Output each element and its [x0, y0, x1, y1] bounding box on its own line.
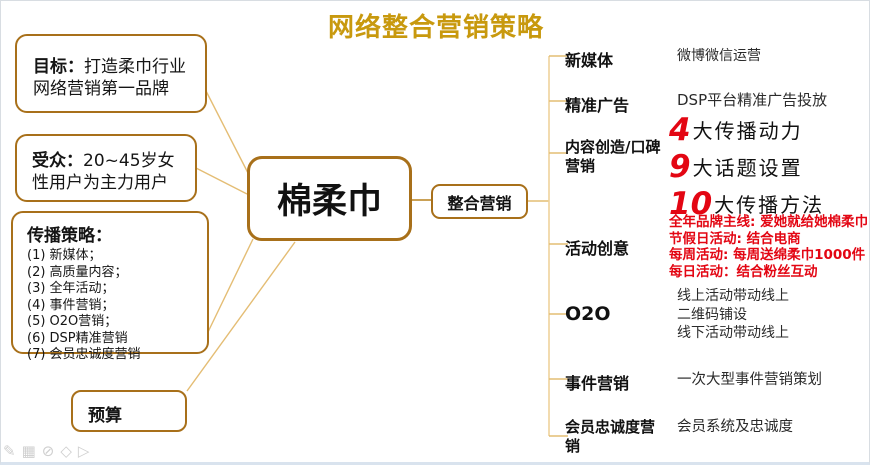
- stat-number: 4: [669, 111, 691, 148]
- branch-label-event-mkt: 事件营销: [565, 374, 630, 393]
- slides-icon[interactable]: ▦: [21, 442, 36, 460]
- branch-label-o2o: O2O: [565, 303, 611, 325]
- stat-number: 9: [669, 148, 691, 185]
- activity-line: 全年品牌主线: 爱她就给她棉柔巾: [669, 214, 869, 230]
- shape-icon[interactable]: ◇: [60, 442, 72, 460]
- hub-node: 整合营销: [431, 184, 528, 219]
- goal-text: 打造柔巾行业网络营销第一品牌: [33, 57, 186, 99]
- branch-label-loyalty: 会员忠诚度营销: [565, 418, 656, 455]
- desc-event-mkt: 一次大型事件营销策划: [677, 372, 822, 388]
- strategy-item: (2) 高质量内容；: [27, 264, 128, 280]
- desc-loyalty: 会员系统及忠诚度: [677, 419, 793, 435]
- hub-label: 整合营销: [447, 193, 512, 213]
- stat-row: 9 大话题设置: [669, 148, 824, 185]
- o2o-line: 线下活动带动线上: [677, 325, 789, 341]
- stat-text: 大传播方法: [714, 193, 825, 217]
- annotation-toolbar: ✎ ▦ ⊘ ◇ ▷: [3, 442, 89, 460]
- stat-text: 大话题设置: [692, 156, 803, 180]
- o2o-line: 二维码铺设: [677, 306, 747, 323]
- strategy-item: (1) 新媒体；: [27, 248, 102, 263]
- budget-label: 预算: [88, 406, 122, 426]
- strategy-box: 传播策略： (1) 新媒体； (2) 高质量内容； (3) 全年活动； (4) …: [11, 211, 209, 362]
- audience-box: 受众：20~45岁女性用户为主力用户: [15, 134, 197, 202]
- strategy-item: (6) DSP精准营销: [27, 330, 128, 346]
- goal-box: 目标：打造柔巾行业网络营销第一品牌: [15, 34, 207, 113]
- product-node: 棉柔巾: [247, 156, 412, 241]
- strategy-heading: 传播策略：: [27, 226, 112, 246]
- pointer-icon[interactable]: ▷: [77, 442, 90, 460]
- desc-precision-ads: DSP平台精准广告投放: [677, 91, 828, 109]
- goal-label: 目标：: [33, 57, 84, 77]
- desc-new-media: 微博微信运营: [677, 48, 761, 64]
- strategy-item: (5) O2O营销；: [27, 314, 118, 329]
- branch-label-precision-ads: 精准广告: [565, 96, 630, 115]
- stat-row: 10 大传播方法: [669, 185, 824, 222]
- branch-label-content-womm: 内容创造/口碑营销: [565, 138, 661, 175]
- page-title: 网络整合营销策略: [327, 13, 544, 43]
- stat-text: 大传播动力: [692, 119, 803, 143]
- branch-label-new-media: 新媒体: [565, 51, 614, 70]
- o2o-line: 线上活动带动线上: [677, 288, 789, 304]
- stat-row: 4 大传播动力: [669, 111, 824, 148]
- activity-line: 节假日活动: 结合电商: [669, 230, 801, 247]
- audience-label: 受众：: [32, 151, 83, 171]
- pencil-icon[interactable]: ✎: [3, 442, 16, 460]
- strategy-item: (3) 全年活动；: [27, 281, 115, 296]
- content-stats: 4 大传播动力 9 大话题设置 10 大传播方法: [669, 111, 824, 222]
- activity-line: 每日活动：结合粉丝互动: [669, 263, 818, 280]
- budget-box: 预算: [71, 390, 187, 432]
- o2o-desc-lines: 线上活动带动线上 二维码铺设 线下活动带动线上: [677, 287, 789, 343]
- strategy-item: (7) 会员忠诚度营销: [27, 347, 141, 362]
- stat-number: 10: [669, 185, 713, 222]
- activity-red-lines: 全年品牌主线: 爱她就给她棉柔巾 节假日活动: 结合电商 每周活动: 每周送绵柔…: [669, 214, 868, 280]
- audience-text: 20~45岁女性用户为主力用户: [32, 151, 175, 193]
- product-label: 棉柔巾: [276, 182, 382, 222]
- activity-line: 每周活动: 每周送绵柔巾1000件: [669, 247, 866, 263]
- pen-icon[interactable]: ⊘: [41, 442, 55, 460]
- strategy-item: (4) 事件营销；: [27, 297, 115, 313]
- branch-label-activity-idea: 活动创意: [565, 239, 630, 258]
